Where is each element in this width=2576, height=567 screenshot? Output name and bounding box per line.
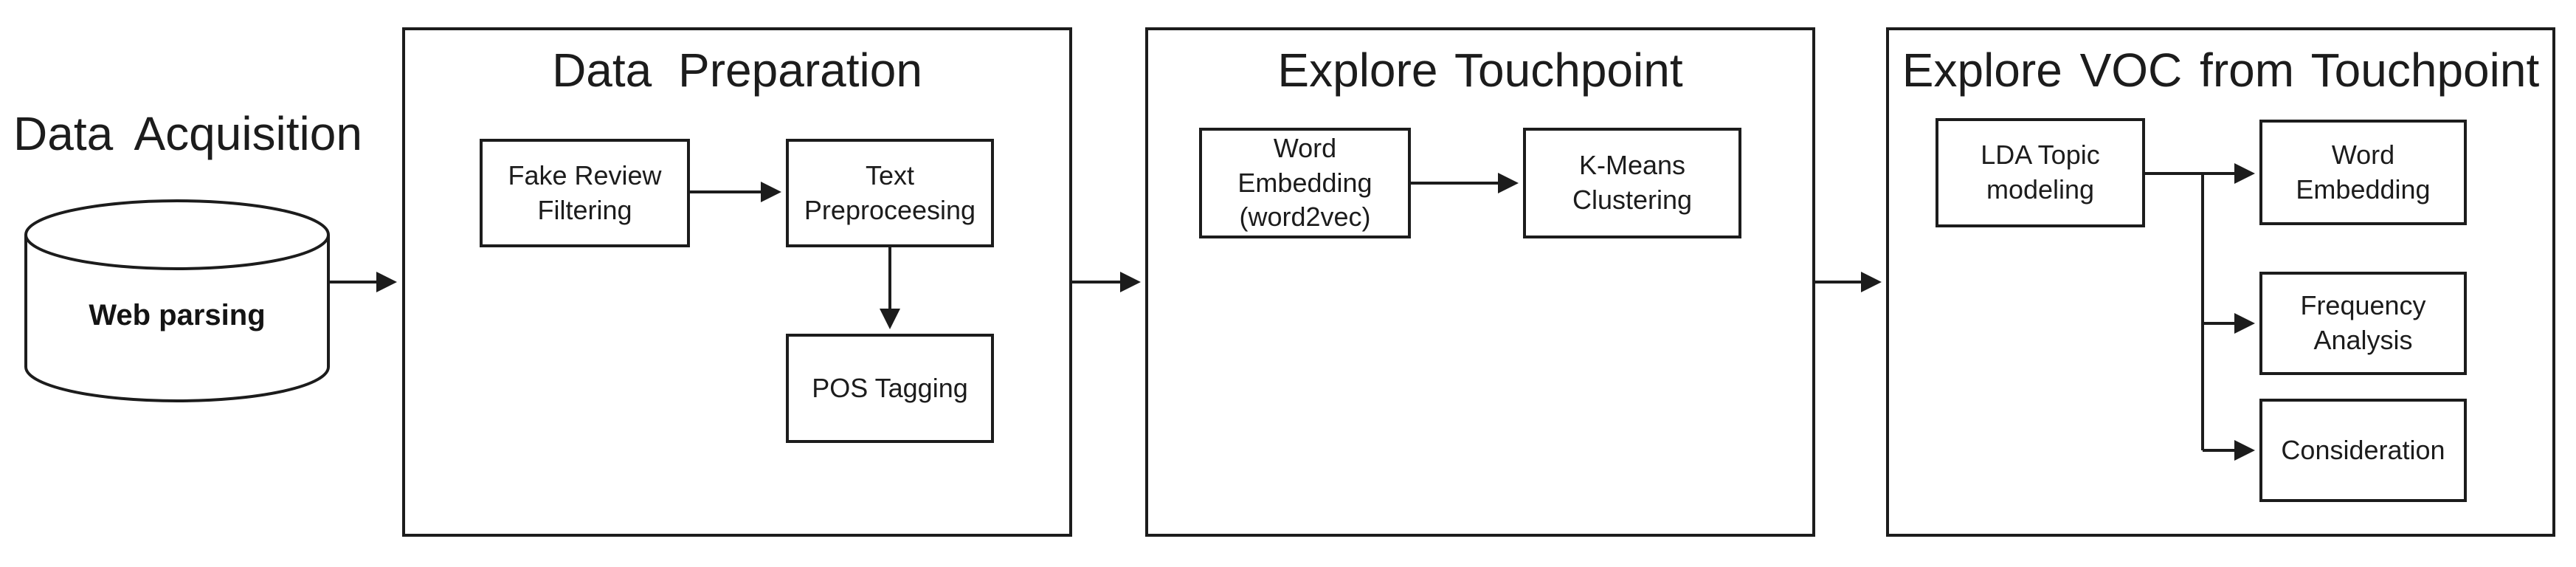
pos-tagging-box: POS Tagging [786,334,994,443]
word-embedding-word2vec-box: Word Embedding (word2vec) [1199,128,1411,238]
voc-word-embedding-box: Word Embedding [2259,120,2467,225]
frequency-analysis-box: Frequency Analysis [2259,272,2467,375]
explore-voc-title: Explore VOC from Touchpoint [1902,44,2540,97]
data-preparation-section: Data Preparation [402,27,1072,537]
fake-review-filtering-box: Fake Review Filtering [480,139,690,247]
consideration-box: Consideration [2259,399,2467,502]
explore-touchpoint-title: Explore Touchpoint [1277,44,1683,97]
cylinder-body [24,235,330,402]
cylinder-top [24,199,330,270]
lda-topic-modeling-box: LDA Topic modeling [1936,118,2145,227]
kmeans-clustering-box: K-Means Clustering [1523,128,1741,238]
explore-touchpoint-section: Explore Touchpoint [1145,27,1815,537]
data-acquisition-label: Data Acquisition [13,107,362,160]
web-parsing-label: Web parsing [89,299,266,331]
explore-voc-section: Explore VOC from Touchpoint [1886,27,2555,537]
data-preparation-title: Data Preparation [552,44,922,97]
text-preprocessing-box: Text Preproceesing [786,139,994,247]
database-cylinder-icon [24,199,330,402]
